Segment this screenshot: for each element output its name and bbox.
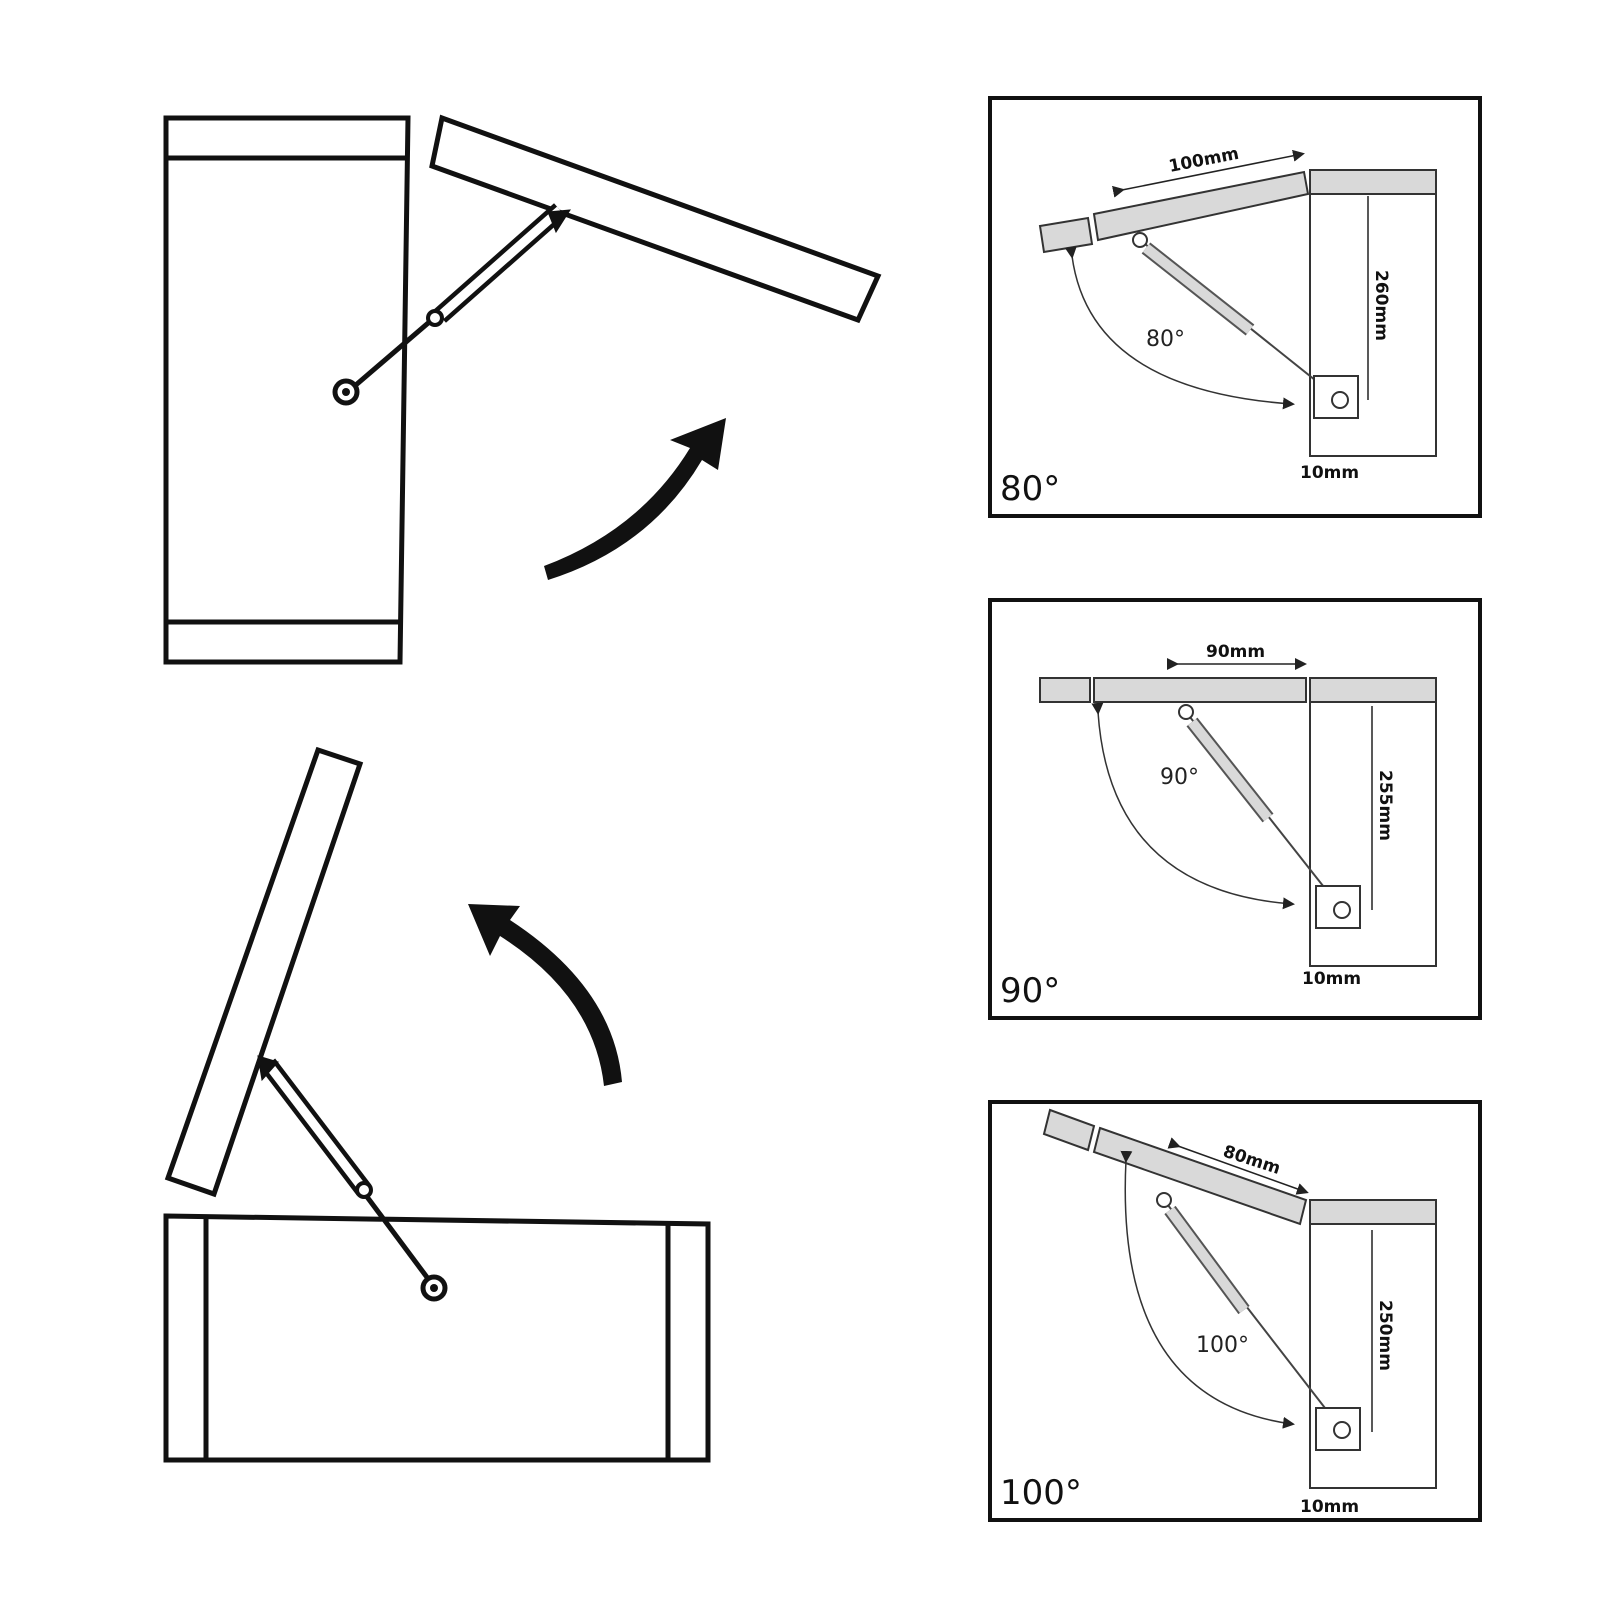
vertical-dimension: 250mm: [1375, 1300, 1395, 1371]
horizontal-dimension: 90mm: [1206, 642, 1265, 662]
cabinet-side: [1309, 1221, 1437, 1489]
panel-angle-title: 80°: [1000, 469, 1060, 509]
panel-angle-title: 90°: [1000, 971, 1060, 1011]
panel-80: 100mm 260mm 80° 10mm 80°: [988, 96, 1482, 518]
curved-arrow-lower: [468, 904, 622, 1086]
panel-90: 90mm 255mm 90° 10mm 90°: [988, 598, 1482, 1020]
panel-angle-title: 100°: [1000, 1473, 1082, 1513]
flap-door-upper: [429, 114, 882, 324]
vertical-dimension: 255mm: [1375, 770, 1395, 841]
flap: [1092, 170, 1310, 242]
panel-frame: [988, 598, 1482, 1020]
arc-angle-label: 90°: [1160, 765, 1199, 790]
vertical-dimension: 260mm: [1371, 270, 1391, 341]
panel-100: 80mm 250mm 100° 10mm 100°: [988, 1100, 1482, 1522]
panel-frame: [988, 96, 1482, 518]
bottom-dimension: 10mm: [1302, 969, 1361, 989]
curved-arrow-upper: [544, 418, 726, 580]
cabinet-top: [1309, 1199, 1437, 1225]
gas-strut-lower: [257, 1055, 448, 1302]
cabinet-vertical-illustration: [163, 115, 411, 665]
flap-end: [1039, 677, 1091, 703]
flap-end: [1038, 216, 1094, 254]
bottom-dimension: 10mm: [1300, 1497, 1359, 1517]
flap: [1093, 677, 1307, 703]
cabinet-top: [1309, 677, 1437, 703]
gas-strut-upper: [332, 203, 571, 406]
flap-end: [1042, 1108, 1096, 1152]
cabinet-horizontal-illustration: [163, 1213, 711, 1463]
horizontal-dimension: 100mm: [1167, 144, 1240, 177]
cabinet-top: [1309, 169, 1437, 195]
arc-angle-label: 80°: [1146, 327, 1185, 352]
arc-angle-label: 100°: [1196, 1333, 1249, 1358]
flap-door-lower: [164, 746, 364, 1198]
strut-bracket: [1315, 1407, 1361, 1451]
bottom-dimension: 10mm: [1300, 463, 1359, 483]
panel-frame: [988, 1100, 1482, 1522]
